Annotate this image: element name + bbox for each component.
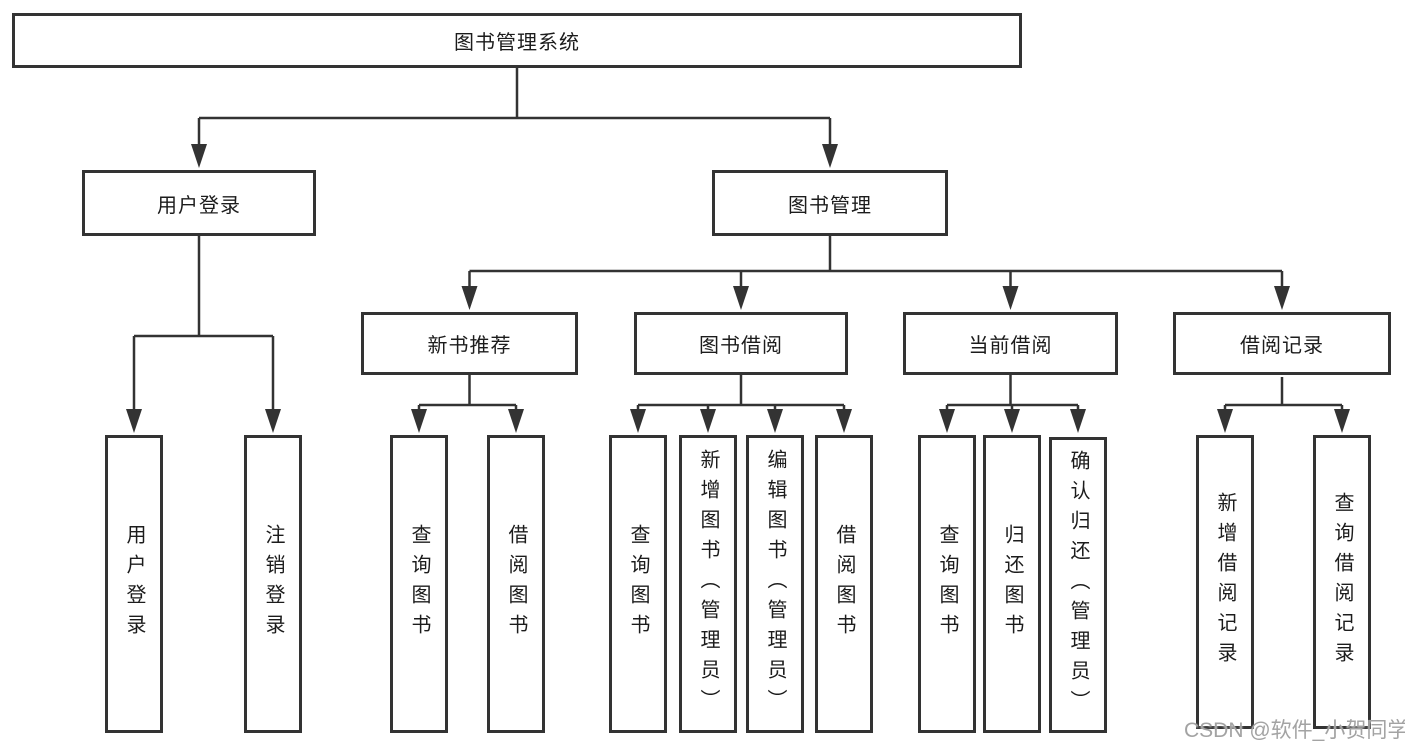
node-confirm-return-admin: 确认归还（管理员）: [1049, 437, 1107, 733]
node-book-management: 图书管理: [712, 170, 948, 236]
node-query-borrow-record: 查询借阅记录: [1313, 435, 1371, 729]
node-return-books: 归还图书: [983, 435, 1041, 733]
node-add-borrow-record: 新增借阅记录: [1196, 435, 1254, 729]
arrowhead-icons: [126, 144, 1350, 433]
node-new-book-recommend: 新书推荐: [361, 312, 578, 375]
node-current-query-books: 查询图书: [918, 435, 976, 733]
node-user-login: 用户登录: [82, 170, 316, 236]
node-borrow-books: 借阅图书: [815, 435, 873, 733]
node-rec-query-books: 查询图书: [390, 435, 448, 733]
node-borrow-records: 借阅记录: [1173, 312, 1391, 375]
node-login: 用户登录: [105, 435, 163, 733]
node-root: 图书管理系统: [12, 13, 1022, 68]
node-add-books-admin: 新增图书（管理员）: [679, 435, 737, 733]
node-book-borrowing: 图书借阅: [634, 312, 848, 375]
node-borrow-query-books: 查询图书: [609, 435, 667, 733]
node-edit-books-admin: 编辑图书（管理员）: [746, 435, 804, 733]
watermark: CSDN @软件_小贺同学: [1184, 719, 1405, 742]
node-current-borrowing: 当前借阅: [903, 312, 1118, 375]
node-logout: 注销登录: [244, 435, 302, 733]
node-rec-borrow-books: 借阅图书: [487, 435, 545, 733]
